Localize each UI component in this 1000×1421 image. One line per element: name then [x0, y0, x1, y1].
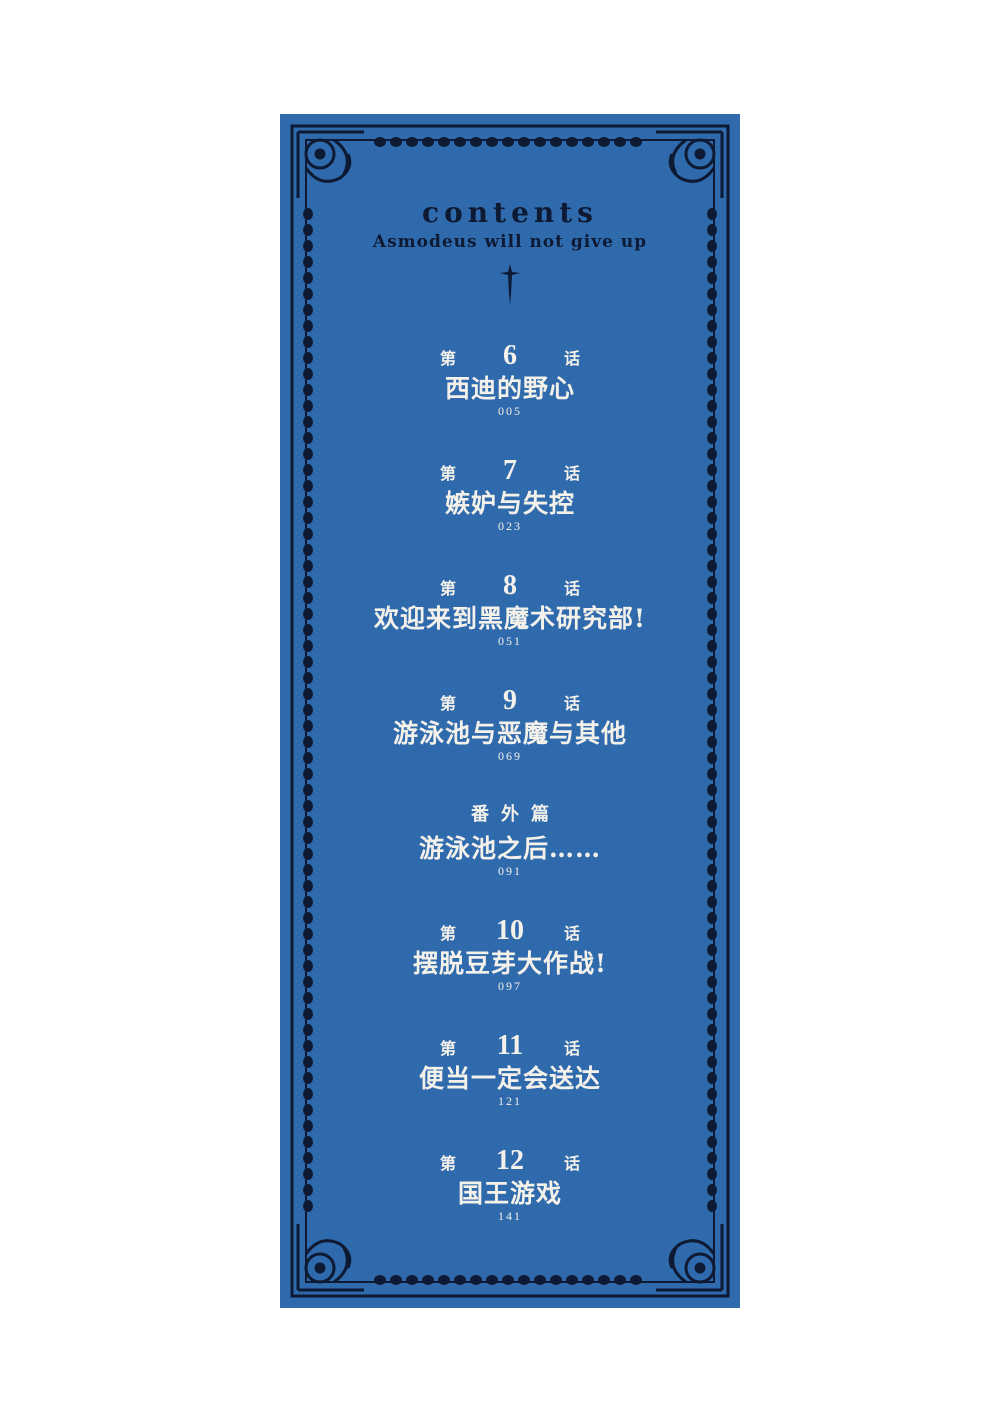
chapter-prefix: 第 [440, 349, 457, 368]
chapter-prefix: 第 [440, 1039, 457, 1058]
chapter-title: 国王游戏 [457, 1179, 562, 1208]
chapter-suffix: 话 [563, 579, 580, 598]
chapter-suffix: 话 [563, 1154, 580, 1173]
page-number: 023 [498, 519, 522, 533]
chapter-number: 11 [496, 1030, 524, 1061]
chapter-title: 游泳池与恶魔与其他 [392, 719, 627, 748]
toc-entry[interactable]: 第 10 话摆脱豆芽大作战!097 [280, 915, 740, 994]
toc-entry[interactable]: 番外篇游泳池之后……091 [280, 800, 740, 879]
chapter-prefix: 第 [440, 924, 457, 943]
toc-entry[interactable]: 第 8 话欢迎来到黑魔术研究部!051 [280, 570, 740, 649]
page-number: 005 [498, 404, 522, 418]
chapter-number: 12 [496, 1145, 524, 1176]
corner-ornament-icon [296, 130, 724, 1292]
page-number: 141 [498, 1209, 522, 1223]
chapter-suffix: 话 [563, 1039, 580, 1058]
chapter-label: 第 12 话 [280, 1145, 740, 1176]
chapter-suffix: 话 [563, 349, 580, 368]
chapter-label: 第 9 话 [280, 685, 740, 716]
chapter-prefix: 第 [440, 579, 457, 598]
special-chapter-label: 番外篇 [471, 804, 561, 825]
chapter-prefix: 第 [440, 464, 457, 483]
chapter-number: 6 [503, 340, 517, 371]
chapter-prefix: 第 [440, 694, 457, 713]
chapter-label: 第 8 话 [280, 570, 740, 601]
chapter-suffix: 话 [563, 694, 580, 713]
chapter-suffix: 话 [563, 924, 580, 943]
page-number: 097 [498, 979, 522, 993]
chapter-label: 第 7 话 [280, 455, 740, 486]
contents-title: contents [422, 196, 598, 229]
chapter-title: 西迪的野心 [444, 374, 575, 403]
chapter-label: 第 10 话 [280, 915, 740, 946]
page-number: 091 [498, 864, 522, 878]
chapter-number: 10 [496, 915, 524, 946]
chapter-number: 7 [503, 455, 517, 486]
page-number: 051 [498, 634, 522, 648]
chapter-label: 第 11 话 [280, 1030, 740, 1061]
chapter-suffix: 话 [563, 464, 580, 483]
chapter-label: 番外篇 [280, 800, 740, 830]
dagger-icon [500, 264, 520, 305]
contents-subtitle: Asmodeus will not give up [372, 232, 648, 252]
chapter-label: 第 6 话 [280, 340, 740, 371]
chapter-number: 9 [503, 685, 517, 716]
chapter-title: 摆脱豆芽大作战! [413, 949, 607, 978]
ornate-border-frame [290, 124, 730, 1298]
page-number: 121 [498, 1094, 522, 1108]
chapter-title: 欢迎来到黑魔术研究部! [374, 604, 646, 633]
page-number: 069 [498, 749, 522, 763]
chapter-prefix: 第 [440, 1154, 457, 1173]
chapter-title: 便当一定会送达 [418, 1064, 601, 1093]
chapter-title: 嫉妒与失控 [444, 489, 575, 518]
chapter-title: 游泳池之后…… [418, 834, 601, 863]
chapter-number: 8 [503, 570, 517, 601]
